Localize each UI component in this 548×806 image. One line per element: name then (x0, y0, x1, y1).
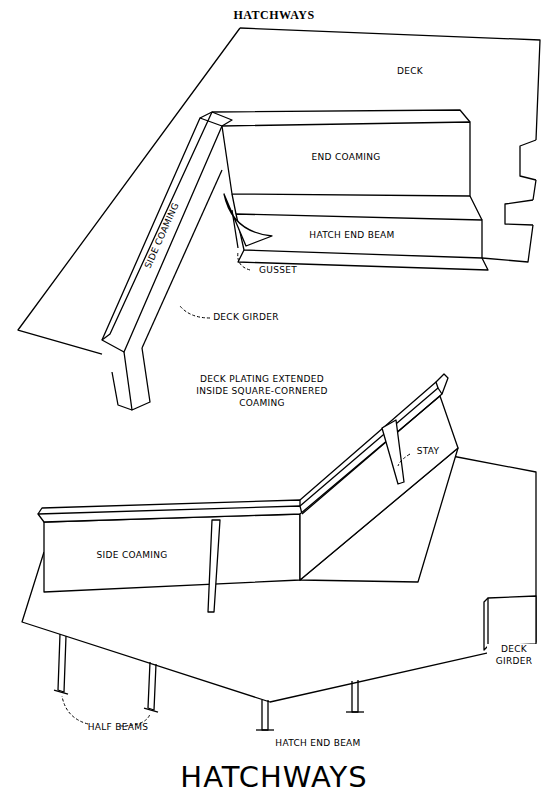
part-label: DECK GIRDER (213, 312, 279, 324)
line-art (124, 348, 150, 410)
line-art (300, 388, 442, 514)
line-art (300, 396, 458, 580)
line-art (262, 700, 268, 730)
line-art (200, 112, 232, 126)
line-art (102, 118, 222, 352)
line-art (142, 170, 222, 348)
line-art (224, 194, 272, 246)
line-art (58, 634, 66, 692)
line-art (484, 598, 488, 650)
part-label: SIDE COAMING (97, 550, 168, 562)
line-art (208, 520, 220, 612)
line-art (382, 420, 404, 484)
part-label: HATCH END BEAM (309, 230, 394, 242)
line-art (238, 252, 250, 270)
lower-hatch-corner (22, 374, 536, 730)
line-art (62, 696, 88, 724)
line-art (54, 690, 68, 694)
part-label: DECK (397, 66, 423, 78)
line-art (222, 122, 470, 196)
line-art (144, 708, 158, 712)
part-label: GUSSET (259, 265, 297, 277)
line-art (180, 306, 210, 318)
line-art (38, 500, 300, 514)
part-label: STAY (417, 446, 440, 458)
line-art (148, 662, 156, 710)
part-label: HALF BEAMS (88, 722, 148, 734)
line-art (398, 454, 410, 466)
line-art (212, 110, 470, 122)
line-art (520, 140, 536, 180)
line-art (256, 729, 274, 730)
upper-hatch-corner (18, 28, 540, 410)
line-art (436, 374, 448, 394)
line-art (505, 200, 533, 225)
line-art (232, 194, 482, 220)
line-art (346, 711, 364, 712)
part-label: HATCH END BEAM (275, 738, 360, 750)
note: DECK PLATING EXTENDED INSIDE SQUARE-CORN… (187, 374, 337, 409)
part-label: DECK GIRDER (487, 644, 541, 667)
figure-title: HATCHWAYS (233, 8, 314, 24)
part-label: END COAMING (311, 152, 380, 164)
line-art (352, 680, 358, 712)
line-art (44, 514, 300, 592)
line-art (22, 456, 536, 702)
line-art (18, 28, 240, 354)
line-art (38, 506, 302, 522)
line-art (300, 382, 438, 500)
line-art (236, 214, 482, 258)
line-art (102, 112, 212, 340)
line-art (112, 372, 132, 410)
line-art (232, 210, 238, 248)
line-art (488, 596, 536, 646)
figure-caption: HATCHWAYS (180, 759, 367, 797)
